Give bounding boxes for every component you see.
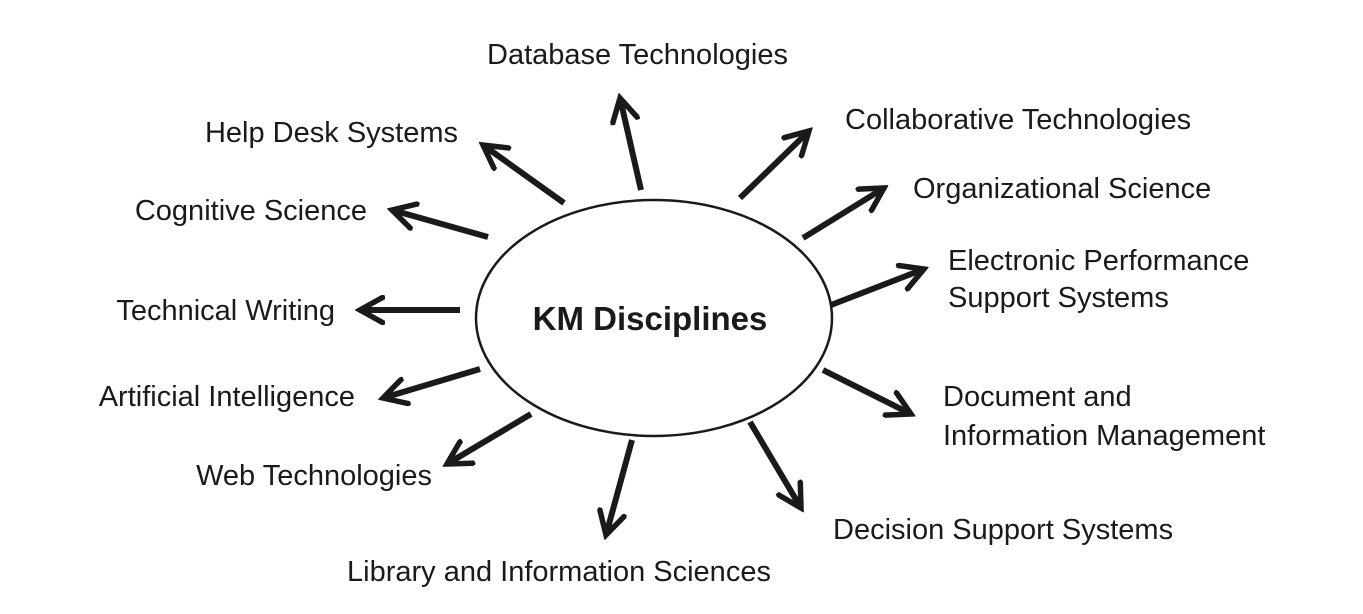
label-cognitive-science: Cognitive Science: [135, 195, 367, 227]
label-document-and-information-management: Document and Information Management: [943, 381, 1265, 452]
arrow-organizational-science: [801, 188, 884, 241]
arrow-electronic-performance-support-systems: [829, 269, 924, 308]
arrows-group: [360, 98, 924, 535]
arrow-cognitive-science: [392, 210, 489, 240]
arrow-collaborative-technologies: [737, 131, 809, 201]
arrow-artificial-intelligence: [383, 366, 481, 398]
center-ellipse: [474, 198, 834, 438]
label-electronic-performance-support-systems: Electronic Performance Support Systems: [948, 245, 1257, 314]
center-label: KM Disciplines: [533, 300, 768, 337]
arrow-decision-support-systems: [747, 420, 801, 508]
label-database-technologies: Database Technologies: [487, 39, 788, 71]
label-help-desk-systems: Help Desk Systems: [205, 117, 458, 149]
arrow-document-and-information-management: [821, 367, 911, 414]
label-artificial-intelligence: Artificial Intelligence: [99, 381, 355, 413]
arrow-web-technologies: [447, 411, 533, 464]
arrow-library-and-information-sciences: [606, 439, 635, 535]
label-decision-support-systems: Decision Support Systems: [833, 514, 1173, 546]
label-organizational-science: Organizational Science: [913, 173, 1211, 205]
label-collaborative-technologies: Collaborative Technologies: [845, 104, 1191, 136]
label-technical-writing: Technical Writing: [116, 295, 335, 327]
label-web-technologies: Web Technologies: [196, 460, 432, 492]
label-library-and-information-sciences: Library and Information Sciences: [347, 556, 771, 588]
arrow-database-technologies: [620, 98, 644, 191]
arrow-help-desk-systems: [483, 145, 566, 206]
